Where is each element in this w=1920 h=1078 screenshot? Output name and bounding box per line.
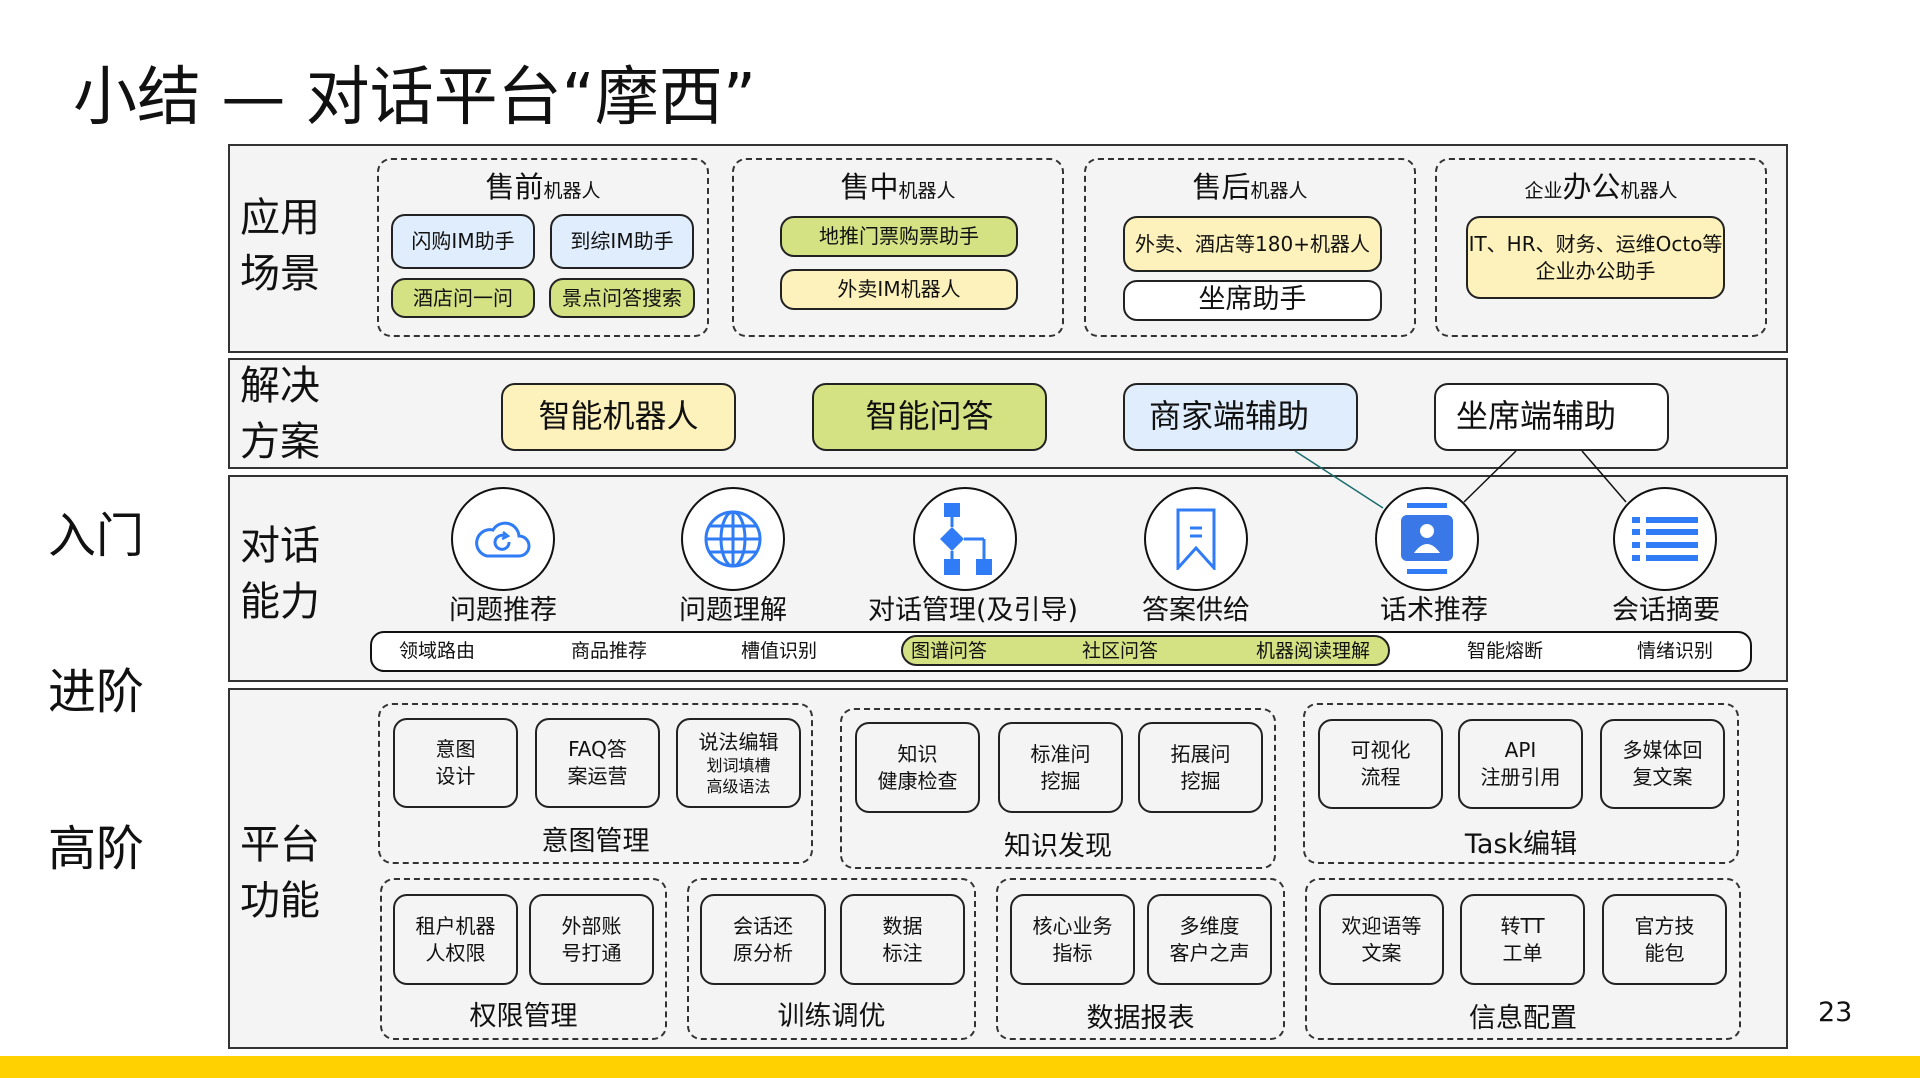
- group-aftersale: [1084, 158, 1416, 337]
- group-title: 售后机器人: [1084, 164, 1416, 206]
- scenario-item: 外卖IM机器人: [780, 269, 1018, 310]
- platform-item: 官方技 能包: [1602, 894, 1727, 985]
- platform-item: 转TT 工单: [1460, 894, 1585, 985]
- capability-label: 问题推荐: [449, 595, 557, 626]
- level-expert: 高阶: [48, 821, 145, 877]
- solution-item: 智能机器人: [501, 383, 736, 451]
- platform-item: 核心业务 指标: [1010, 894, 1135, 985]
- group-label: 数据报表: [1086, 1003, 1195, 1034]
- platform-item-title: 说法编辑: [698, 729, 779, 754]
- scenario-item: 外卖、酒店等180+机器人: [1123, 216, 1382, 272]
- platform-item: 多维度 客户之声: [1147, 894, 1272, 985]
- group-title: 售前机器人: [377, 164, 709, 206]
- globe-icon: [681, 487, 785, 591]
- platform-item: 外部账 号打通: [529, 894, 654, 985]
- sub-capability: 槽值识别: [740, 640, 817, 662]
- group-title-prefix: 企业: [1524, 180, 1563, 202]
- capability-label: 会话摘要: [1612, 595, 1720, 626]
- platform-item: 数据 标注: [840, 894, 965, 985]
- group-title: 售中机器人: [732, 164, 1064, 206]
- group-title: 企业办公机器人: [1435, 164, 1767, 206]
- sub-capability: 智能熔断: [1466, 640, 1543, 662]
- group-permission-management: [380, 878, 667, 1040]
- group-title-main: 售中: [840, 170, 899, 204]
- level-advanced: 进阶: [48, 664, 145, 720]
- sub-capability: 情绪识别: [1636, 640, 1713, 662]
- section-label: 对话 能力: [240, 523, 320, 625]
- group-title-suffix: 机器人: [543, 180, 601, 202]
- capability-label: 对话管理(及引导): [867, 595, 1079, 626]
- solution-item: 坐席端辅助: [1434, 383, 1669, 451]
- group-title-main: 售前: [485, 170, 544, 204]
- group-intent-management: [378, 703, 813, 864]
- accent-bar: [0, 1056, 1920, 1078]
- sub-capability: 机器阅读理解: [1255, 640, 1370, 662]
- connector-agent-right: [1581, 450, 1627, 503]
- section-label: 应用 场景: [240, 195, 320, 297]
- platform-item: 拓展问 挖掘: [1138, 722, 1263, 813]
- platform-item: 意图 设计: [393, 718, 518, 808]
- group-training-tuning: [687, 878, 976, 1040]
- platform-item: 可视化 流程: [1318, 719, 1443, 809]
- scenario-item: IT、HR、财务、运维Octo等 企业办公助手: [1466, 216, 1725, 299]
- bookmark-icon: [1144, 487, 1248, 591]
- platform-item: 知识 健康检查: [855, 722, 980, 813]
- cloud-refresh-icon: [451, 487, 555, 591]
- scenario-item: 到综IM助手: [550, 214, 694, 269]
- sub-capability: 图谱问答: [910, 640, 987, 662]
- scenario-item: 地推门票购票助手: [780, 216, 1018, 257]
- group-label: 知识发现: [1004, 831, 1112, 862]
- group-info-config: [1305, 878, 1741, 1040]
- group-title-main: 售后: [1192, 170, 1251, 204]
- connector-agent-left: [1463, 450, 1517, 503]
- platform-item-line: 高级语法: [706, 776, 771, 796]
- group-knowledge-discovery: [840, 708, 1276, 869]
- platform-item: FAQ答 案运营: [535, 718, 660, 808]
- qa-highlight-pill: [901, 635, 1390, 666]
- group-presale: [377, 158, 709, 337]
- platform-item: 欢迎语等 文案: [1319, 894, 1444, 985]
- platform-item: 租户机器 人权限: [393, 894, 518, 985]
- solution-item: 智能问答: [812, 383, 1047, 451]
- platform-item: 会话还 原分析: [700, 894, 826, 985]
- connector-merchant: [1294, 450, 1384, 509]
- list-icon: [1613, 487, 1717, 591]
- group-label: 意图管理: [541, 826, 650, 857]
- group-label: Task编辑: [1464, 829, 1578, 860]
- group-title-suffix: 机器人: [1620, 180, 1678, 202]
- platform-item: 说法编辑 划词填槽 高级语法: [676, 718, 801, 808]
- platform-item-line: 划词填槽: [706, 755, 771, 775]
- group-office: [1435, 158, 1767, 337]
- group-task-editing: [1303, 703, 1739, 864]
- group-title-suffix: 机器人: [1250, 180, 1308, 202]
- capability-label: 问题理解: [679, 595, 787, 626]
- group-label: 信息配置: [1469, 1003, 1577, 1034]
- section-label: 解决 方案: [240, 363, 320, 465]
- scenario-item: 酒店问一问: [391, 278, 535, 318]
- group-data-reports: [996, 878, 1285, 1040]
- page-title: 小结 — 对话平台“摩西”: [73, 61, 756, 135]
- platform-item: API 注册引用: [1458, 719, 1583, 809]
- contact-card-icon: [1375, 487, 1479, 591]
- group-label: 训练调优: [777, 1001, 886, 1032]
- level-entry: 入门: [48, 508, 145, 564]
- capability-label: 话术推荐: [1380, 595, 1488, 626]
- flowchart-icon: [913, 487, 1017, 591]
- group-insale: [732, 158, 1064, 337]
- scenario-item: 坐席助手: [1123, 280, 1382, 321]
- scenario-item: 闪购IM助手: [391, 214, 535, 269]
- group-title-suffix: 机器人: [898, 180, 956, 202]
- sub-capability: 商品推荐: [570, 640, 647, 662]
- scenario-item: 景点问答搜索: [549, 278, 695, 318]
- page-number: 23: [1818, 997, 1853, 1028]
- platform-item: 标准问 挖掘: [998, 722, 1123, 813]
- sub-capability: 社区问答: [1081, 640, 1158, 662]
- section-label: 平台 功能: [240, 822, 320, 924]
- group-label: 权限管理: [469, 1001, 578, 1032]
- solution-item: 商家端辅助: [1123, 383, 1358, 451]
- group-title-main: 办公: [1562, 170, 1621, 204]
- capability-label: 答案供给: [1142, 595, 1250, 626]
- platform-item: 多媒体回 复文案: [1600, 719, 1725, 809]
- sub-capability: 领域路由: [398, 640, 475, 662]
